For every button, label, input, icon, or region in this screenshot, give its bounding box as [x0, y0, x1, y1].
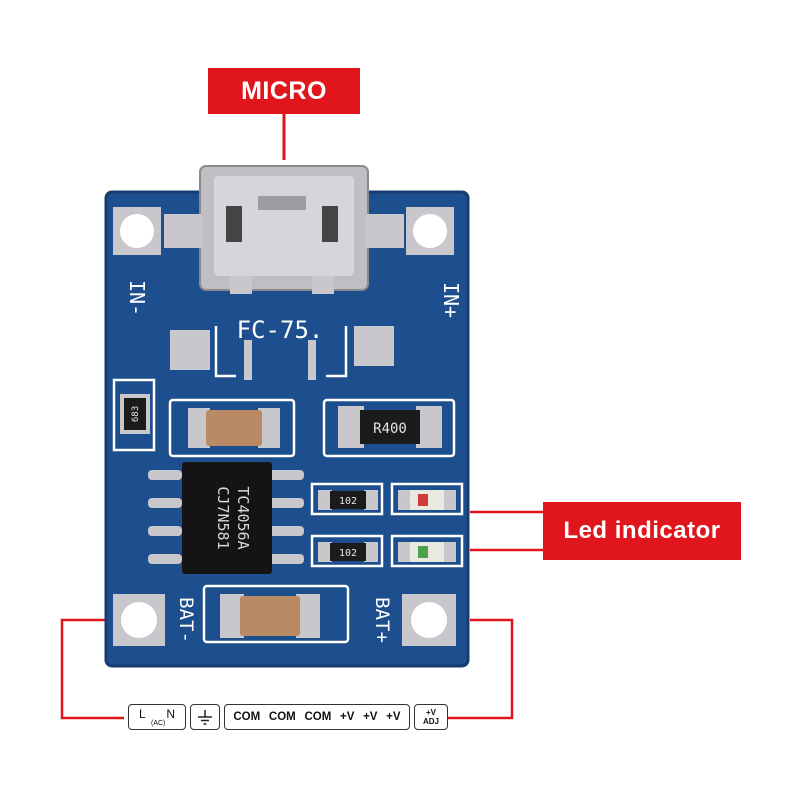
terminal-v-1: +V: [339, 711, 355, 723]
silkscreen-part-code: FC-75.: [237, 316, 324, 344]
led-resistor-2: [318, 542, 378, 562]
terminal-com-2: COM: [268, 711, 296, 723]
led-indicator-callout-label: Led indicator: [543, 502, 741, 560]
pad-center-1: [244, 340, 252, 380]
micro-callout-label: MICRO: [208, 68, 360, 114]
led-resistor-1-label: 102: [339, 496, 357, 507]
terminal-adjust: +V ADJ: [414, 704, 448, 730]
terminal-strip: L N (AC) COM COM COM +V +V +V +V ADJ: [128, 704, 448, 730]
terminal-v-3: +V: [386, 711, 401, 723]
ic-label-line2: CJ7N581: [214, 486, 232, 549]
bat-plus-leader-line: [448, 618, 514, 720]
charger-ic: [148, 462, 304, 574]
silkscreen-in-plus: IN+: [439, 282, 463, 318]
silkscreen-bat-minus: BAT-: [175, 597, 197, 643]
terminal-outputs: COM COM COM +V +V +V: [224, 704, 410, 730]
terminal-v-2: +V: [363, 711, 378, 723]
pad-right: [354, 326, 394, 366]
terminal-com-1: COM: [233, 711, 261, 723]
side-resistor-label: 683: [131, 406, 141, 422]
side-resistor: [120, 394, 150, 434]
sense-resistor: [338, 406, 442, 448]
pad-left: [170, 330, 210, 370]
silkscreen-in-minus: IN-: [125, 280, 149, 316]
capacitor-top: [188, 408, 280, 448]
terminal-ac-label: (AC): [151, 720, 166, 727]
bat-minus-leader-line: [60, 618, 124, 720]
led-green: [398, 542, 456, 562]
terminal-l-label: L: [139, 707, 146, 721]
terminal-n-label: N: [166, 707, 175, 721]
micro-usb-connector: [164, 165, 404, 294]
capacitor-bottom: [220, 594, 320, 638]
terminal-com-3: COM: [304, 711, 332, 723]
silkscreen-outlines: [112, 326, 464, 644]
ic-label-line1: TC4056A: [234, 486, 252, 549]
leader-lines: [60, 114, 543, 720]
led-red: [398, 490, 456, 510]
mounting-pads: [113, 207, 456, 646]
pad-center-2: [308, 340, 316, 380]
led-resistor-1: [318, 490, 378, 510]
silkscreen-bat-plus: BAT+: [371, 597, 393, 643]
terminal-adj-bottom: ADJ: [422, 717, 439, 726]
ground-icon: [198, 710, 212, 725]
terminal-adj-top: +V: [425, 708, 436, 717]
led-resistor-2-label: 102: [339, 548, 357, 559]
sense-resistor-label: R400: [373, 421, 407, 437]
terminal-ground: [190, 704, 220, 730]
terminal-ac: L N (AC): [128, 704, 186, 730]
